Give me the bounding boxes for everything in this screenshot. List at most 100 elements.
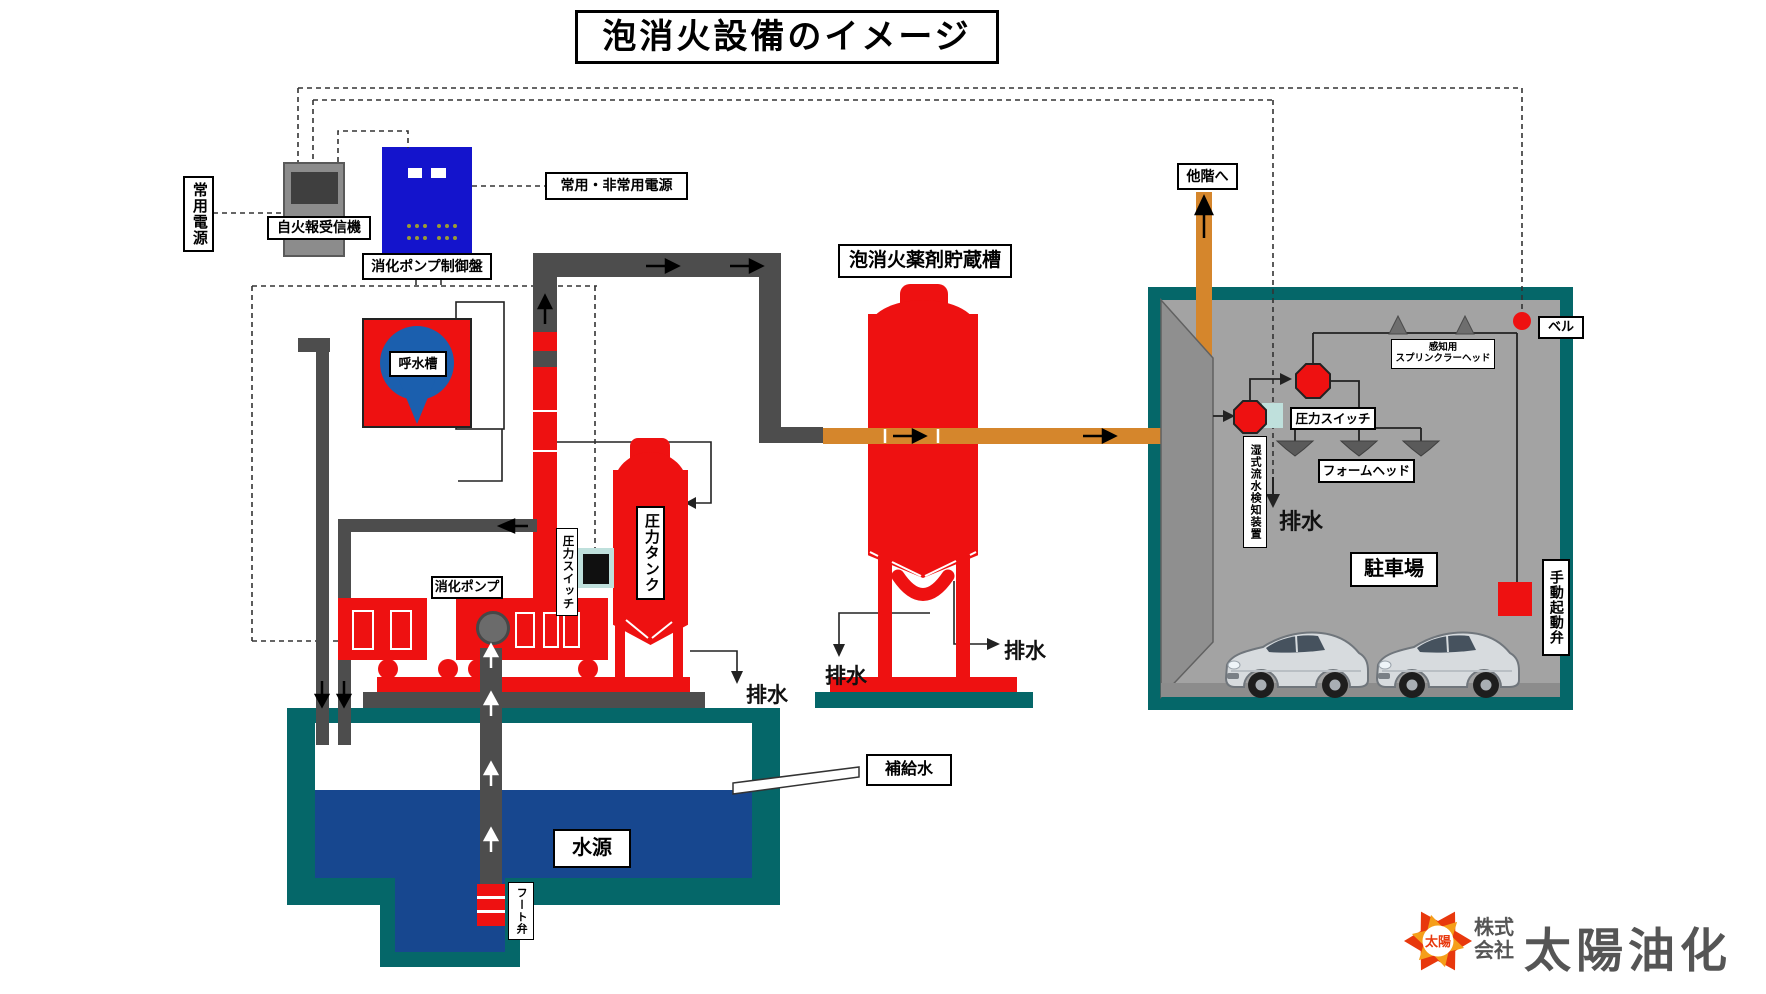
foam-pipe-joints xyxy=(883,429,940,443)
to-other-floor-label: 他階へ xyxy=(1177,163,1238,190)
water-tank-water xyxy=(315,790,752,878)
sensing-head-line1: 感知用 xyxy=(1428,342,1458,354)
pressure-tank-leg-right xyxy=(673,600,683,680)
sump-bottom xyxy=(380,952,520,967)
overflow-pipe-down xyxy=(316,340,329,745)
discharge-pipe-stub xyxy=(759,427,823,443)
panel-dots xyxy=(407,224,457,240)
tank-bottom-highlights xyxy=(625,551,977,639)
pump-wheel-2 xyxy=(438,659,458,679)
room-pressure-switch-label: 圧力スイッチ xyxy=(1290,407,1376,430)
foam-tank-leg-left xyxy=(878,520,892,680)
sensing-head-line2: スプリンクラーヘッド xyxy=(1395,353,1491,364)
drain-arrowheads xyxy=(685,497,1000,684)
sensing-sprinkler-icon-2 xyxy=(1455,314,1475,335)
riser-joint-1 xyxy=(533,410,557,412)
normal-emergency-power-label: 常用・非常用電源 xyxy=(545,172,688,200)
riser-joint-2 xyxy=(533,450,557,452)
bell-icon xyxy=(1513,312,1531,330)
logo-prefix-line2: 会社 xyxy=(1474,940,1514,962)
foam-head-icons xyxy=(1275,440,1441,457)
discharge-pipe-drop xyxy=(759,253,781,443)
water-source-label: 水源 xyxy=(553,829,631,868)
foot-valve-label: フート弁 xyxy=(508,882,534,940)
flow-arrows xyxy=(313,194,1214,709)
pump-window-1 xyxy=(352,610,374,650)
room-arrowheads xyxy=(1223,373,1292,422)
pump-body-block xyxy=(456,598,608,660)
pump-wheel-4 xyxy=(578,659,598,679)
panel-indicator-1 xyxy=(408,168,422,178)
foam-tank-outlet-crescent xyxy=(891,569,955,601)
room-drain-arrowhead xyxy=(1266,494,1280,508)
foam-tank-leg-right xyxy=(956,520,970,680)
foot-valve xyxy=(477,884,505,926)
foam-tank-drain-left-line xyxy=(838,612,930,646)
panel-indicator-2 xyxy=(431,168,446,178)
sensing-sprinkler-icon-1 xyxy=(1388,314,1408,335)
priming-tank-label: 呼水槽 xyxy=(389,351,447,377)
pump-impeller-housing xyxy=(476,611,510,645)
valve-link-line xyxy=(1249,378,1282,401)
pump-window-3 xyxy=(515,612,535,648)
logo-prefix-line1: 株式 xyxy=(1474,917,1514,939)
riser-gray-2 xyxy=(533,351,557,367)
parking-room-internals xyxy=(1160,298,1560,699)
pump-window-2 xyxy=(390,610,412,650)
foam-pipe-horizontal xyxy=(823,428,1160,444)
water-tank-rim xyxy=(287,708,780,723)
pressure-tank-drain-line xyxy=(690,650,738,673)
water-tank-wall-left xyxy=(287,708,315,905)
pump-motor-block xyxy=(338,598,427,660)
pump-wheel-1 xyxy=(378,659,398,679)
foam-tank-label: 泡消火薬剤貯蔵槽 xyxy=(838,244,1012,278)
room-pressure-switch-backing xyxy=(1262,403,1283,428)
foam-tank-drain-left-label: 排水 xyxy=(825,665,867,688)
normal-power-label: 常用電源 xyxy=(183,176,214,252)
riser-red-2 xyxy=(533,367,557,600)
room-drain-label: 排水 xyxy=(1279,509,1324,534)
pump-control-panel-unit xyxy=(382,147,472,257)
sensing-sprinkler-head-label: 感知用 スプリンクラーヘッド xyxy=(1391,339,1495,369)
supply-water-pipe xyxy=(732,766,860,795)
logo-flame-icon: 太陽 xyxy=(1404,911,1472,971)
manual-start-valve-label: 手動起動弁 xyxy=(1542,559,1570,656)
suction-flow-arrows xyxy=(482,642,500,852)
room-left-wall xyxy=(1160,298,1214,699)
receiver-screen xyxy=(291,172,338,204)
pump-red-base xyxy=(377,677,690,692)
water-tank-air-gap xyxy=(315,723,752,790)
riser-red-1 xyxy=(533,332,557,351)
water-tank-bottom-left xyxy=(287,878,395,905)
wet-flow-detector-label: 湿式流水検知装置 xyxy=(1243,436,1267,548)
sump-wall-left xyxy=(380,878,395,967)
water-tank-bottom-right xyxy=(505,878,780,905)
control-wiring xyxy=(213,87,1523,477)
page-title: 泡消火設備のイメージ xyxy=(575,10,999,64)
pump-control-panel-label: 消化ポンプ制御盤 xyxy=(362,253,492,280)
foam-tank-drain-right-line xyxy=(953,581,989,645)
foot-valve-stripe-1 xyxy=(477,896,505,899)
flow-detector-valve-icon xyxy=(1233,400,1267,434)
fire-pump-label: 消化ポンプ xyxy=(431,576,503,599)
parking-lot-label: 駐車場 xyxy=(1350,552,1438,587)
return-pipe-horizontal xyxy=(340,519,537,532)
pump-gray-platform xyxy=(363,692,705,708)
pressure-switch-box xyxy=(583,554,609,584)
foam-tank-red-base xyxy=(830,677,1017,692)
water-tank-wall-right xyxy=(752,708,780,905)
pressure-tank-leg-left xyxy=(615,600,625,680)
logo-mark-text: 太陽 xyxy=(1424,934,1451,949)
pressure-tank-drain-label: 排水 xyxy=(746,684,788,707)
logo-prefix: 株式 会社 xyxy=(1474,917,1526,967)
pump-window-4 xyxy=(543,612,559,648)
fire-alarm-receiver-label: 自火報受信機 xyxy=(267,216,371,240)
foam-head-label: フォームヘッド xyxy=(1318,459,1415,483)
logo-company-name: 太陽油化 xyxy=(1524,924,1732,977)
pressure-switch-label: 圧力スイッチ xyxy=(556,528,578,616)
supply-water-label: 補給水 xyxy=(866,754,952,786)
foam-tank-teal-base xyxy=(815,692,1033,708)
pressure-tank-label: 圧力タンク xyxy=(636,506,665,600)
